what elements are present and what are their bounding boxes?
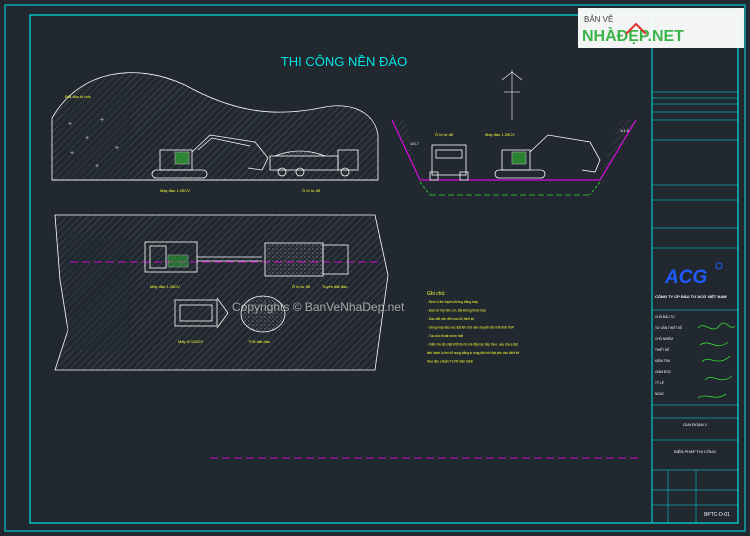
title-block-row: TƯ VẤN THIẾT KẾ xyxy=(655,325,682,330)
label-slope-left: 1/0.7 xyxy=(410,141,420,146)
label-soil-plan: Tuyến đất đào xyxy=(322,284,348,289)
drawing-name: BIỆN PHÁP THI CÔNG xyxy=(674,449,716,454)
signatures xyxy=(697,322,736,399)
phase-label: GIAI ĐOẠN 1 xyxy=(683,422,708,427)
watermark-logo: BẢN VẼ NHÀĐẸP.NET xyxy=(578,8,744,48)
section-top-right: Ô tô tự đổ Máy đào 1.25CV 1/0.7 1/1.5 xyxy=(391,70,637,196)
label-truck-right: Ô tô tự đổ xyxy=(435,132,454,137)
truck-plan xyxy=(264,242,349,277)
title-block-row: NGÀY xyxy=(655,392,665,396)
north-arrow-icon xyxy=(501,70,523,120)
svg-text:+: + xyxy=(115,145,119,152)
label-truck-plan: Ô tô tự đổ xyxy=(292,284,311,289)
notes-heading: Ghi chú: xyxy=(427,291,446,297)
note-line: - Kiểm tra độ chặt K95 trước khi đắp lớp… xyxy=(427,342,518,347)
note-line: - Định vị tim tuyến đường bằng máy xyxy=(427,299,478,304)
svg-text:NHÀĐẸP.NET: NHÀĐẸP.NET xyxy=(582,26,684,45)
title-block-row: CHỦ ĐẦU TƯ xyxy=(655,314,675,319)
section-plan-view: Máy đào 1.25CV Ô tô tự đổ Tuyến đất đào … xyxy=(54,214,389,371)
svg-text:+: + xyxy=(70,150,74,157)
logo-ring-icon xyxy=(715,262,723,270)
svg-text:+: + xyxy=(95,163,99,170)
label-excavator-right: Máy đào 1.25CV xyxy=(485,132,515,137)
svg-text:+: + xyxy=(68,121,72,128)
label-truck-top: Ô tô tự đổ xyxy=(302,188,321,193)
inner-frame xyxy=(29,14,739,524)
label-excavator-plan: Máy đào 1.25CV xyxy=(150,284,180,289)
section-top-left: + + + + + + Đất đào bị bốc Máy đào 1.25CV Ô … xyxy=(51,72,379,193)
dozer-plan xyxy=(174,297,229,329)
title-block-row: GIÁM ĐỐC xyxy=(655,369,672,374)
company-name: CÔNG TY CP ĐẦU TƯ ACG VIỆT NAM xyxy=(655,294,727,299)
label-pile: Tỉ lệ đất đào xyxy=(248,339,271,344)
acg-logo: ACG xyxy=(664,267,707,288)
title-block: CHỦ ĐẦU TƯ TƯ VẤN THIẾT KẾ CHỦ NHIỆM THIẾT … xyxy=(651,15,738,523)
note-line: - Dùng máy đào xúc đất lên ô tô vận chuy… xyxy=(427,326,514,330)
note-line: - Đào bỏ lớp hữu cơ, đất không thích hợp xyxy=(427,309,486,313)
excavator-side-right xyxy=(494,134,601,179)
label-dozer: Máy ủi 125CV xyxy=(178,339,203,344)
note-line: - Đào đất nền đến cao độ thiết kế xyxy=(427,317,474,321)
svg-text:+: + xyxy=(100,117,104,124)
notes-block: Ghi chú: - Định vị tim tuyến đường bằng … xyxy=(427,291,519,364)
label-soil-left: Đất đào bị bốc xyxy=(65,94,91,99)
watermark-copyright: Copyrights © BanVeNhaDep.net xyxy=(232,300,405,314)
excavator-plan xyxy=(144,241,262,273)
outer-frame xyxy=(4,4,746,532)
drawing-title: THI CÔNG NỀN ĐÀO xyxy=(281,54,407,69)
title-block-row: CHỦ NHIỆM xyxy=(655,336,673,341)
note-line: theo tiêu chuẩn TCVN hiện hành xyxy=(427,360,473,364)
note-line: - Tạo dốc thoát nước mặt xyxy=(427,334,463,338)
sheet-code: BPTC-D-01 xyxy=(704,512,730,518)
svg-text:+: + xyxy=(85,135,89,142)
dump-truck-front xyxy=(429,144,469,181)
dump-truck-side xyxy=(269,149,359,177)
title-block-row: TỶ LỆ xyxy=(655,380,664,385)
note-line: tiến hành lu lèn bổ sung bằng lu rung đế… xyxy=(427,350,519,355)
svg-text:BẢN VẼ: BẢN VẼ xyxy=(584,15,613,24)
label-excavator-top: Máy đào 1.25CV xyxy=(160,188,190,193)
house-icon xyxy=(625,22,647,35)
soil-pile xyxy=(240,295,286,333)
title-block-row: KIỂM TRA xyxy=(655,358,671,363)
label-slope-right: 1/1.5 xyxy=(620,128,630,133)
excavator-side-left xyxy=(151,134,269,179)
title-block-row: THIẾT KẾ xyxy=(655,347,669,352)
